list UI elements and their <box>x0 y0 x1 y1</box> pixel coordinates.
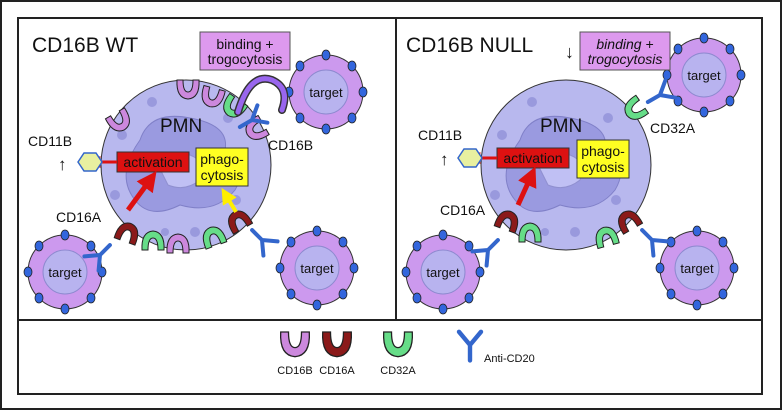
phagocytosis-box-wt <box>195 147 249 187</box>
binding-box-wt <box>199 31 291 71</box>
target-label-wt-left: target <box>48 265 82 280</box>
panel-null: CD16B NULL PMN target target target ↓ bi… <box>401 31 746 315</box>
target-label-wt-top: target <box>309 85 343 100</box>
cd11b-up-arrow-wt: ↑ <box>58 155 67 174</box>
binding-box-null-line2: trogocytosis <box>588 51 663 67</box>
cd32a-label-null: CD32A <box>650 120 696 136</box>
legend: CD16B CD16A CD32A Anti-CD20 <box>277 332 535 377</box>
legend-frame <box>17 319 763 395</box>
target-label-null-top: target <box>687 68 721 83</box>
legend-cd16b-label: CD16B <box>277 365 312 377</box>
panel-wt: CD16B WT PMN target target target <box>23 31 368 315</box>
cd11b-up-arrow-null: ↑ <box>440 150 449 169</box>
pmn-label-wt: PMN <box>160 116 202 137</box>
activation-arrow-wt <box>125 171 157 212</box>
activation-label-wt: activation <box>123 154 182 170</box>
binding-box-wt-line2: trogocytosis <box>208 51 283 67</box>
cd11b-hexagon-icon <box>457 148 483 168</box>
phagocytosis-box-null <box>576 139 630 179</box>
pmn-label-null: PMN <box>540 116 582 137</box>
target-label-null-right: target <box>680 261 714 276</box>
legend-cd16a-label: CD16A <box>319 365 355 377</box>
phagocytosis-null-line2: cytosis <box>582 159 625 175</box>
phagocytosis-wt-line2: cytosis <box>201 167 244 183</box>
cd16a-label-null: CD16A <box>440 202 486 218</box>
activation-label-null: activation <box>503 150 562 166</box>
panel-null-title: CD16B NULL <box>406 34 533 57</box>
phagocytosis-arrow-wt <box>221 187 238 214</box>
target-label-null-left: target <box>426 265 460 280</box>
panel-wt-title: CD16B WT <box>32 34 138 57</box>
legend-anti-cd20-label: Anti-CD20 <box>484 353 535 365</box>
binding-down-arrow-null: ↓ <box>565 42 574 62</box>
cd11b-label-null: CD11B <box>418 127 462 143</box>
cd11b-label-wt: CD11B <box>28 133 72 149</box>
phagocytosis-wt-line1: phago- <box>200 151 244 167</box>
binding-box-null-line1: binding + <box>596 36 653 52</box>
cd16b-label-wt: CD16B <box>268 137 313 153</box>
target-label-wt-right: target <box>300 261 334 276</box>
cd16a-label-wt: CD16A <box>56 209 102 225</box>
binding-box-wt-line1: binding + <box>216 36 273 52</box>
trogocytosis-arrow <box>235 76 287 115</box>
binding-box-null <box>579 31 671 71</box>
activation-arrow-null <box>515 166 537 207</box>
cd11b-hexagon-icon <box>77 152 103 172</box>
legend-cd32a-label: CD32A <box>380 365 416 377</box>
phagocytosis-null-line1: phago- <box>581 143 625 159</box>
